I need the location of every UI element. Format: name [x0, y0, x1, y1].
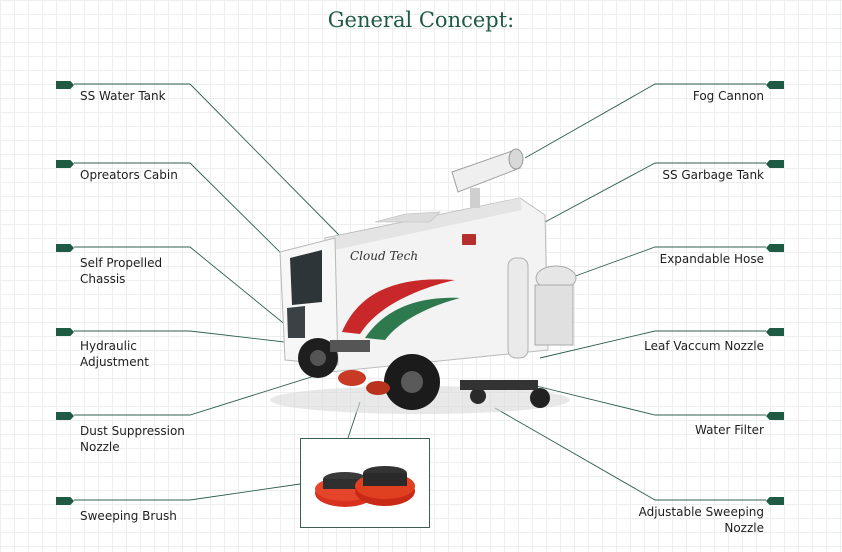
tag-garbage-tank [766, 160, 784, 168]
tag-dust-nozzle [56, 412, 74, 420]
tag-hose [766, 244, 784, 252]
label-chassis: Self Propelled Chassis [80, 256, 163, 286]
label-sweeping-nozzle: Adjustable Sweeping Nozzle [638, 505, 764, 535]
leader-leaf-nozzle [539, 330, 766, 359]
sweeping-brush-inset [300, 438, 430, 528]
cabin-door-window [287, 306, 305, 338]
leader-fog-cannon [524, 83, 766, 159]
tag-leaf-nozzle [766, 328, 784, 336]
label-hose: Expandable Hose [659, 252, 764, 266]
label-hydraulic: Hydraulic Adjustment [80, 339, 149, 369]
cabin-windshield [290, 250, 322, 305]
truck-logo-text: Cloud Tech [350, 249, 418, 263]
label-water-tank: SS Water Tank [80, 89, 166, 103]
leader-water-filter [519, 381, 766, 416]
leader-operators-cabin [74, 162, 299, 271]
leader-hydraulic [74, 330, 311, 346]
rear-pipe [507, 257, 529, 359]
label-leaf-nozzle: Leaf Vaccum Nozzle [644, 339, 764, 353]
sweeping-nozzle-bar [460, 380, 538, 390]
roof-box [374, 211, 441, 223]
tag-sweeping-nozzle [766, 497, 784, 505]
underbody-brushes [330, 340, 390, 395]
truck-roof [330, 198, 522, 250]
tag-water-tank [56, 81, 74, 89]
tag-hydraulic [56, 328, 74, 336]
brush-right [355, 466, 415, 506]
rear-unit [534, 284, 574, 346]
page-title: General Concept: [327, 8, 515, 32]
tag-fog-cannon [766, 81, 784, 89]
tag-chassis [56, 244, 74, 252]
tag-sweeping-brush [56, 497, 74, 505]
label-sweeping-brush: Sweeping Brush [80, 509, 177, 523]
leader-hose [569, 246, 766, 279]
label-operators-cabin: Opreators Cabin [80, 168, 178, 182]
fog-cannon-mount [470, 188, 480, 208]
stripe-red [342, 279, 455, 334]
label-dust-nozzle: Dust Suppression Nozzle [80, 424, 185, 454]
leader-chassis [74, 246, 299, 336]
leader-sweeping-nozzle [494, 407, 766, 501]
truck-badge [462, 234, 476, 245]
sweeping-brush-illustration [315, 466, 415, 507]
tag-water-filter [766, 412, 784, 420]
fog-cannon-nozzle [508, 148, 524, 170]
label-water-filter: Water Filter [694, 423, 764, 437]
stripe-green [365, 297, 460, 340]
wheels [298, 338, 550, 410]
leader-water-tank [74, 83, 341, 237]
label-garbage-tank: SS Garbage Tank [662, 168, 764, 182]
tag-operators-cabin [56, 160, 74, 168]
leader-lines [74, 83, 766, 501]
label-fog-cannon: Fog Cannon [692, 89, 764, 103]
leader-dust-nozzle [74, 367, 341, 416]
leader-sweeping-brush [74, 483, 301, 501]
fog-cannon-barrel [451, 149, 521, 193]
leader-garbage-tank [544, 162, 766, 223]
